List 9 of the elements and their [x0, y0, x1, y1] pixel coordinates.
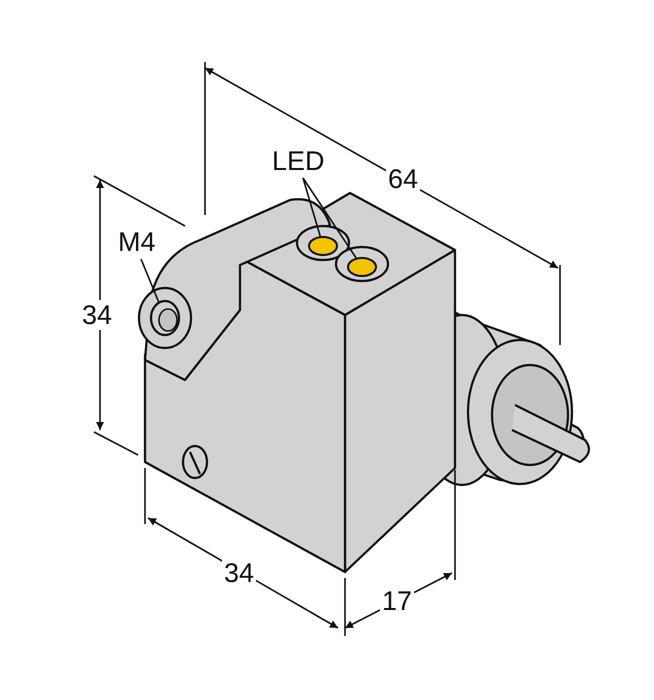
leader-line — [302, 178, 322, 238]
leader-line — [140, 258, 160, 303]
threaded-hole — [150, 300, 180, 336]
callout-label: M4 — [118, 227, 156, 257]
led-indicator — [334, 246, 390, 282]
led-indicator — [296, 224, 350, 262]
leader-line — [302, 178, 358, 260]
callout-label: LED — [272, 146, 325, 176]
dimension-value: 34 — [80, 300, 114, 330]
